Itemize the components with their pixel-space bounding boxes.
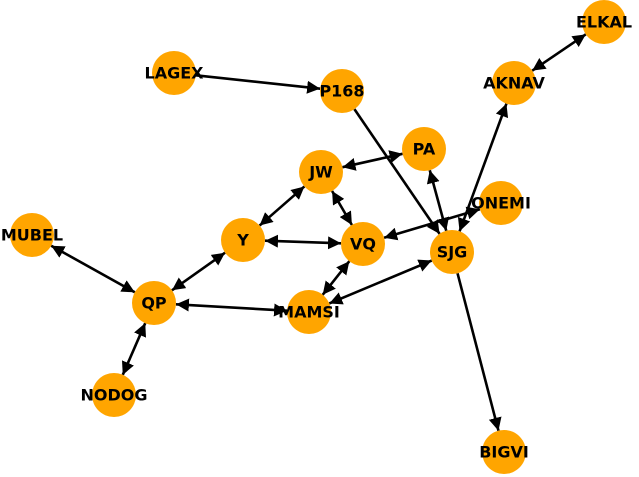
node-y: Y [221,218,265,262]
node-label: Y [236,231,249,250]
node-jw: JW [299,150,343,194]
node-label: PA [413,140,436,159]
edge-mubel-qp [50,244,136,294]
node-lagex: LAGEX [145,51,205,95]
node-label: SJG [437,243,468,262]
node-sjg: SJG [430,230,474,274]
edge-pa-jw [342,150,403,171]
node-circle [287,290,331,334]
node-label: JW [308,163,333,182]
node-nodog: NODOG [80,373,148,417]
node-label: P168 [319,82,364,101]
node-circle [10,213,54,257]
node-mubel: MUBEL [1,213,63,257]
edge-onemi-vq [383,206,481,241]
node-label: NODOG [80,386,147,405]
node-aknav: AKNAV [483,61,546,105]
node-label: QP [141,294,167,313]
node-label: ELKAL [576,13,632,32]
node-vq: VQ [341,222,385,266]
node-label: AKNAV [483,74,545,93]
edge-mamsi-sjg [328,259,433,305]
node-circle [221,218,265,262]
node-circle [299,150,343,194]
node-label: MUBEL [1,226,63,245]
edges-layer [50,33,587,432]
edge-qp-mamsi [175,298,288,317]
node-pa: PA [402,127,446,171]
node-circle [320,69,364,113]
edge-y-vq [264,234,342,250]
node-qp: QP [132,281,176,325]
node-label: MAMSI [278,303,340,322]
edge-jw-vq [330,190,354,226]
node-circle [132,281,176,325]
node-circle [402,127,446,171]
node-mamsi: MAMSI [278,290,340,334]
node-label: VQ [350,235,376,254]
node-circle [479,181,523,225]
node-label: BIGVI [479,443,529,462]
node-circle [492,61,536,105]
node-circle [92,373,136,417]
node-circle [152,51,196,95]
node-elkal: ELKAL [576,0,632,44]
node-bigvi: BIGVI [479,430,529,474]
node-p168: P168 [319,69,365,113]
edge-lagex-p168 [195,74,321,94]
edge-jw-y [258,185,306,227]
edge-y-qp [171,251,226,292]
node-circle [582,0,626,44]
edge-vq-mamsi [321,260,351,296]
edge-nodog-qp [121,322,147,376]
edge-elkal-aknav [531,33,587,72]
edge-sjg-bigvi [456,272,502,432]
node-circle [482,430,526,474]
node-circle [430,230,474,274]
node-circle [341,222,385,266]
node-label: LAGEX [145,64,205,83]
node-label: ONEMI [471,194,531,213]
node-onemi: ONEMI [471,181,531,225]
